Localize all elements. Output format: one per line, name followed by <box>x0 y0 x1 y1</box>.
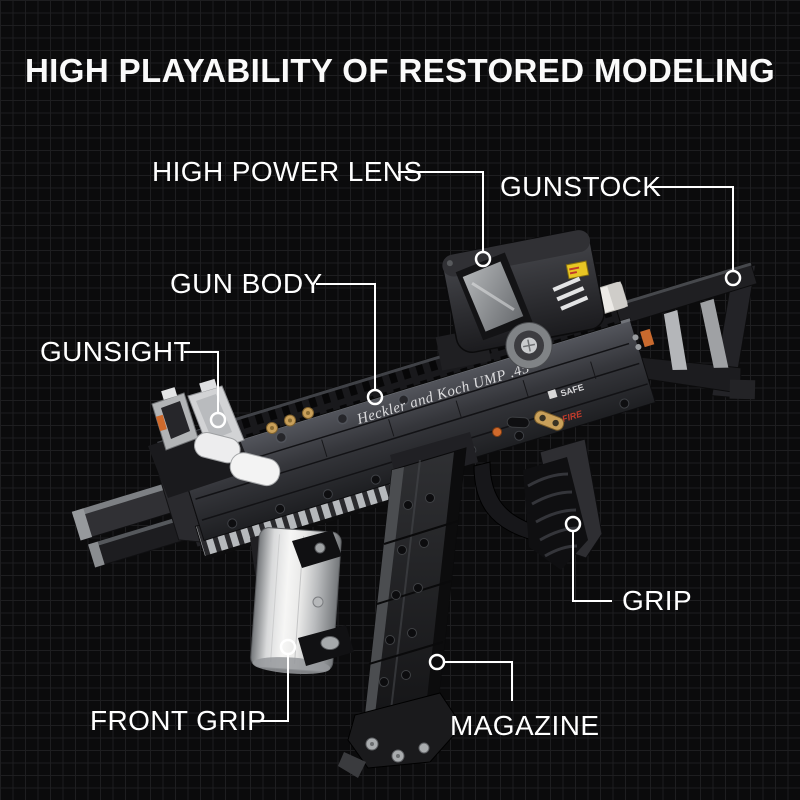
callout-line-high-power-lens <box>398 171 484 251</box>
callout-line-front-grip <box>252 655 289 722</box>
label-magazine: MAGAZINE <box>450 710 600 741</box>
label-high-power-lens: HIGH POWER LENS <box>152 156 423 187</box>
part-gunstock <box>602 261 758 400</box>
part-gunsight <box>148 378 281 498</box>
part-grip <box>473 438 603 570</box>
label-gun-body: GUN BODY <box>170 268 323 299</box>
callout-dot-gun-body <box>366 388 384 406</box>
warning-sticker <box>565 260 590 280</box>
brass-studs <box>266 407 314 434</box>
callout-line-gun-body <box>316 283 376 389</box>
callout-dot-gunsight <box>209 411 227 429</box>
gold-pin <box>534 410 565 431</box>
label-gunstock: GUNSTOCK <box>500 171 662 202</box>
callout-dot-gunstock <box>724 269 742 287</box>
part-front-grip <box>250 527 354 674</box>
label-front-grip: FRONT GRIP <box>90 705 267 736</box>
scope-dial <box>505 322 553 370</box>
callout-dot-grip <box>564 515 582 533</box>
label-gunsight: GUNSIGHT <box>40 336 191 367</box>
callout-lines <box>184 171 742 722</box>
page-title: HIGH PLAYABILITY OF RESTORED MODELING <box>24 52 776 89</box>
callout-dot-magazine <box>428 653 446 671</box>
part-scope-high-power-lens <box>435 230 605 371</box>
orange-pin <box>492 427 503 438</box>
label-grip: GRIP <box>622 585 693 616</box>
magazine-studs <box>379 493 435 687</box>
callout-line-gunstock <box>650 186 734 270</box>
callout-line-grip <box>572 532 612 602</box>
callout-dot-front-grip <box>279 638 297 656</box>
callout-dot-high-power-lens <box>474 250 492 268</box>
callout-line-magazine <box>445 661 513 701</box>
callout-line-gunsight <box>184 351 219 412</box>
